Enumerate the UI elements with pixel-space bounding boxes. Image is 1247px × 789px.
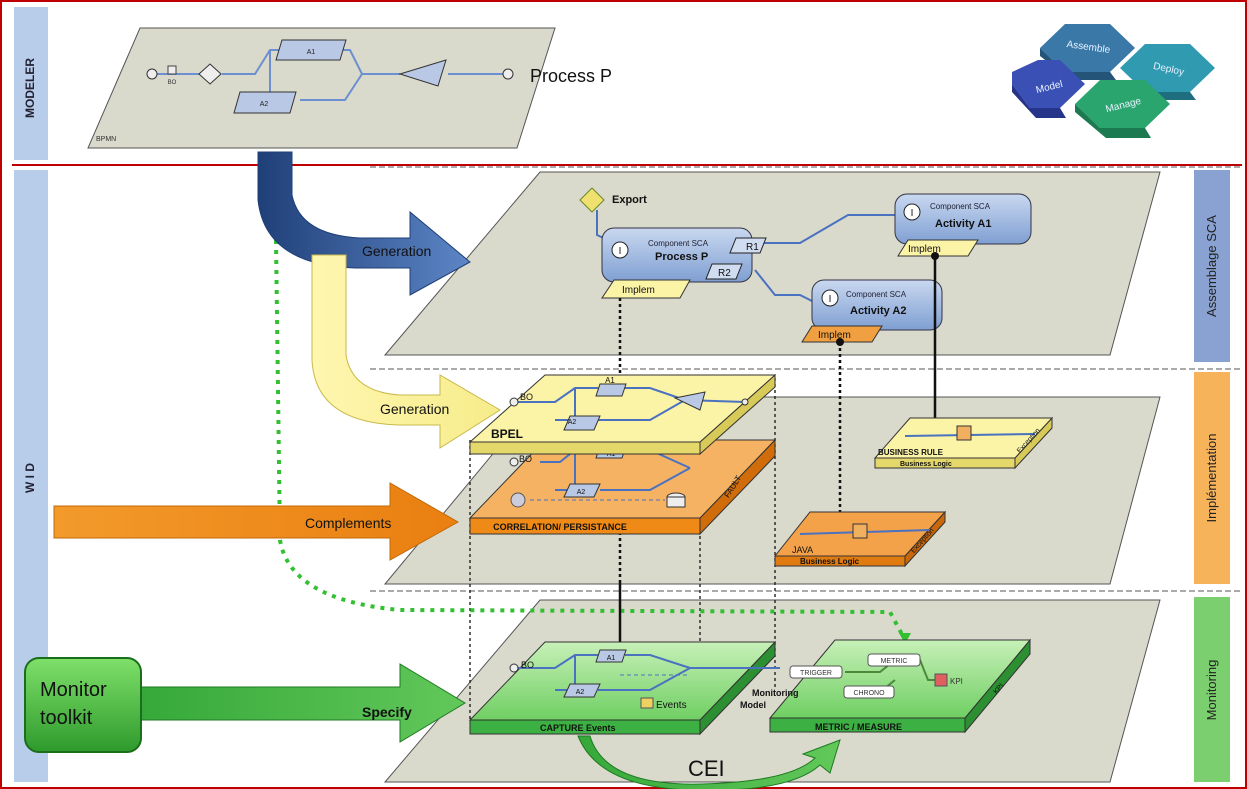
bpmn-merge <box>398 59 447 87</box>
process-p-label: Process P <box>530 66 612 86</box>
complements-label: Complements <box>305 515 391 531</box>
bpmn-label: BPMN <box>96 136 116 143</box>
svg-text:BO: BO <box>519 454 532 464</box>
bpmn-task-a1 <box>275 39 347 61</box>
activity-a1-implem <box>897 239 979 257</box>
svg-text:I: I <box>911 208 914 219</box>
component-activity-a2-name: Activity A2 <box>850 305 906 317</box>
sca-assembly: Export I Component SCA Process P R1 R2 I… <box>579 187 1032 343</box>
activity-a2-implem <box>801 325 883 343</box>
svg-text:A2: A2 <box>568 419 577 426</box>
specify-arrow <box>139 663 466 743</box>
ref-r1: R1 <box>746 242 759 253</box>
events-label: Events <box>656 700 687 711</box>
monitoring-model-label-2: Model <box>740 700 766 710</box>
cei-arrow <box>577 735 841 789</box>
metric-label: METRIC / MEASURE <box>815 722 902 732</box>
monitor-toolkit[interactable]: Monitor toolkit <box>24 657 142 753</box>
complements-arrow <box>53 482 460 561</box>
generation-mid-label: Generation <box>380 401 449 417</box>
lane-impl <box>1194 372 1230 584</box>
svg-text:CHRONO: CHRONO <box>853 690 885 697</box>
capture-label: CAPTURE Events <box>540 723 616 733</box>
bpmn-task-a2 <box>233 91 297 114</box>
svg-text:Component SCA: Component SCA <box>846 290 907 299</box>
kpi-icon <box>934 673 948 687</box>
monitor-toolkit-line1: Monitor <box>40 679 107 701</box>
bpel-slab: BPEL BO A1 A2 <box>468 373 777 456</box>
business-rule-icon <box>956 425 972 441</box>
svg-text:KPI: KPI <box>950 677 963 686</box>
capture-slab: CAPTURE Events BO A1 A2 Events <box>468 640 780 736</box>
svg-text:Component SCA: Component SCA <box>930 202 991 211</box>
bpmn-bo-label: BO <box>168 80 177 86</box>
lane-modeler-label: MODELER <box>23 58 37 118</box>
svg-text:A1: A1 <box>607 655 616 662</box>
svg-text:Business Logic: Business Logic <box>800 557 860 566</box>
lane-monitoring <box>1194 597 1230 782</box>
svg-text:Business Logic: Business Logic <box>900 461 952 468</box>
bpmn-plane: BPMN BO A1 A2 <box>87 27 556 149</box>
lane-impl-label: Implémentation <box>1204 434 1219 523</box>
svg-text:A1: A1 <box>605 376 615 385</box>
svg-text:Implem: Implem <box>908 244 941 255</box>
lane-sca <box>1194 170 1230 362</box>
generation-top-label: Generation <box>362 243 431 259</box>
monitor-toolkit-line2: toolkit <box>40 707 93 729</box>
component-process-p-name: Process P <box>655 251 708 263</box>
metric-slab: METRIC / MEASURE Monitoring Model TRIGGE… <box>740 638 1032 734</box>
svg-text:BO: BO <box>520 392 533 402</box>
trigger-chip <box>789 665 843 679</box>
lane-wid-label: W I D <box>23 463 37 493</box>
business-rule-label: BUSINESS RULE <box>878 448 944 457</box>
generation-arrow-yellow <box>311 254 501 449</box>
lane-monitoring-label: Monitoring <box>1204 660 1219 721</box>
sca-plane <box>383 171 1161 356</box>
svg-text:TRIGGER: TRIGGER <box>800 670 832 677</box>
lane-modeler <box>14 7 48 160</box>
java-label: JAVA <box>792 545 813 555</box>
svg-text:BO: BO <box>521 660 534 670</box>
specify-label: Specify <box>362 704 412 720</box>
bpmn-start-event <box>146 68 158 80</box>
lane-sca-label: Assemblage SCA <box>1204 215 1219 317</box>
events-icon <box>640 697 654 709</box>
business-rule-slab: BUSINESS RULE Business Logic Exception <box>873 416 1054 470</box>
metric-chip <box>867 653 921 667</box>
svg-text:I: I <box>619 246 622 257</box>
correlation-icon <box>510 492 526 508</box>
component-process-p-type: Component SCA <box>648 239 709 248</box>
process-p-implem <box>601 279 691 299</box>
svg-text:A2: A2 <box>577 489 586 496</box>
chrono-chip <box>843 685 895 699</box>
svg-text:A2: A2 <box>576 689 585 696</box>
generation-arrow-blue <box>257 151 471 296</box>
svg-text:Implem: Implem <box>622 285 655 296</box>
bpmn-task-a1-label: A1 <box>307 49 316 56</box>
lifecycle-hexagons: Assemble Deploy Model Manage <box>1012 24 1215 138</box>
cei-label: CEI <box>688 756 725 781</box>
export-label: Export <box>612 194 647 206</box>
svg-text:METRIC: METRIC <box>881 658 908 665</box>
svg-text:Implem: Implem <box>818 330 851 341</box>
bpmn-end-event <box>502 68 514 80</box>
bpmn-bo-doc <box>167 65 177 75</box>
correlation-label: CORRELATION/ PERSISTANCE <box>493 522 627 532</box>
bpmn-gateway <box>198 63 222 85</box>
java-icon <box>852 523 868 539</box>
green-dotted-arrowhead <box>899 633 911 644</box>
component-activity-a1-name: Activity A1 <box>935 218 991 230</box>
monitoring-model-label-1: Monitoring <box>752 688 799 698</box>
bpel-label: BPEL <box>491 427 523 441</box>
svg-text:I: I <box>829 294 832 305</box>
export-icon <box>579 187 605 213</box>
bpmn-task-a2-label: A2 <box>260 101 269 108</box>
ref-r2: R2 <box>718 268 731 279</box>
component-process-p-interface-icon <box>611 241 629 259</box>
